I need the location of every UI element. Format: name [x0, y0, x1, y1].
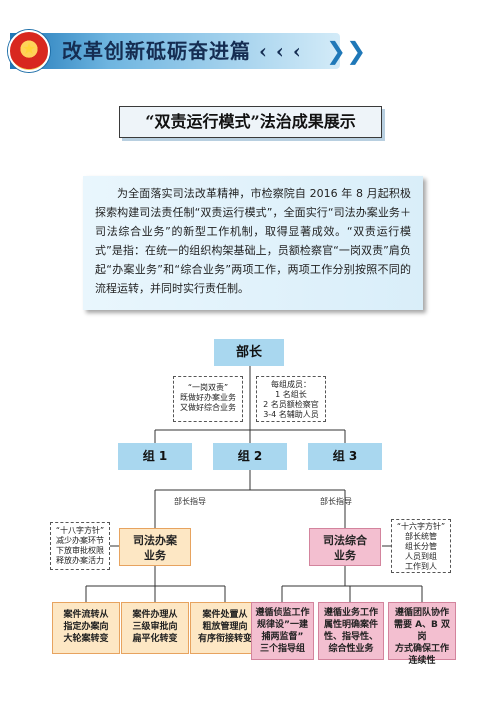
note-line: 组长分管	[405, 542, 437, 551]
general-leaf-2: 遵循业务工作 属性明确案件 性、指导性、 综合性业务	[318, 602, 384, 660]
header-banner	[10, 33, 340, 69]
emblem-star-icon: ★	[21, 39, 37, 58]
leaf-line: 粗放管理向	[202, 622, 248, 632]
note-line: 每组成员：	[271, 380, 311, 389]
guide-label-right: 部长指导	[320, 497, 352, 506]
note-line: 部长统管	[405, 532, 437, 541]
general-leaf-1: 遵循侦监工作 规律设”一建 捕两监督” 三个指导组	[251, 602, 314, 660]
section-title-box	[119, 106, 382, 138]
page-title: 改革创新砥砺奋进篇 ‹ ‹ ‹	[62, 39, 302, 63]
note-line: 下放审批权限	[56, 546, 104, 555]
case-business-label: 业务	[144, 549, 166, 562]
group-node-3: 组 3	[308, 443, 382, 470]
note-group-members: 每组成员： 1 名组长 2 名员额检察官 3-4 名辅助人员	[256, 376, 326, 422]
case-leaf-1: 案件流转从 指定办案向 大轮案转变	[52, 602, 120, 654]
case-leaf-3: 案件处置从 粗放管理向 有序衔接转变	[190, 602, 260, 654]
case-leaf-2: 案件办理从 三级审批向 扁平化转变	[121, 602, 189, 654]
note-line: 减少办案环节	[56, 536, 104, 545]
general-business-label: 司法综合	[323, 534, 367, 547]
leaf-line: 案件办理从	[132, 610, 178, 620]
note-line: 1 名组长	[275, 390, 307, 399]
guide-label-left: 部长指导	[174, 497, 206, 506]
leaf-line: 案件处置从	[202, 610, 248, 620]
note-line: “一岗双责”	[187, 383, 229, 392]
group-node-2: 组 2	[213, 443, 287, 470]
note-line: 3-4 名辅助人员	[263, 410, 319, 419]
leaf-line: 规律设”一建	[257, 620, 308, 630]
section-title: “双责运行模式”法治成果展示	[145, 112, 356, 131]
note-line: 工作到人	[405, 562, 437, 571]
leaf-line: 捕两监督”	[261, 632, 304, 642]
leaf-line: 遵循侦监工作	[255, 608, 310, 618]
intro-paragraph: 为全面落实司法改革精神，市检察院自 2016 年 8 月起积极探索构建司法责任制…	[83, 176, 423, 310]
case-business-label: 司法办案	[133, 534, 177, 547]
procuratorate-emblem-icon	[8, 30, 50, 72]
root-node-director: 部长	[214, 339, 284, 366]
note-line: “十八字方针”	[55, 526, 105, 535]
leaf-line: 需要 A、B 双岗	[393, 620, 451, 642]
leaf-line: 案件流转从	[63, 610, 109, 620]
leaf-line: 综合性业务	[328, 644, 374, 654]
leaf-line: 方式确保工作	[394, 644, 449, 654]
group-node-1: 组 1	[118, 443, 192, 470]
note-eighteen-character-policy: “十八字方针” 减少办案环节 下放审批权限 释放办案活力	[50, 522, 110, 570]
leaf-line: 扁平化转变	[132, 634, 178, 644]
note-one-post-two-duties: “一岗双责” 既做好办案业务 又做好综合业务	[173, 376, 243, 422]
general-business-node: 司法综合 业务	[309, 528, 381, 566]
leaf-line: 遵循业务工作	[323, 608, 378, 618]
leaf-line: 三级审批向	[132, 622, 178, 632]
leaf-line: 性、指导性、	[323, 632, 378, 642]
note-line: 又做好综合业务	[180, 403, 236, 412]
leaf-line: 指定办案向	[63, 622, 109, 632]
leaf-line: 大轮案转变	[63, 634, 109, 644]
note-sixteen-character-policy: “十六字方针” 部长统管 组长分管 人员到组 工作到人	[391, 519, 451, 573]
note-line: 释放办案活力	[56, 556, 104, 565]
leaf-line: 有序衔接转变	[197, 634, 252, 644]
general-leaf-3: 遵循团队协作 需要 A、B 双岗 方式确保工作 连续性	[388, 602, 456, 666]
general-business-label: 业务	[334, 549, 356, 562]
note-line: 2 名员额检察官	[263, 400, 319, 409]
leaf-line: 三个指导组	[259, 644, 305, 654]
leaf-line: 连续性	[408, 656, 436, 666]
note-line: 人员到组	[405, 552, 437, 561]
case-business-node: 司法办案 业务	[119, 528, 191, 566]
leaf-line: 遵循团队协作	[394, 608, 449, 618]
note-line: 既做好办案业务	[180, 393, 236, 402]
leaf-line: 属性明确案件	[323, 620, 378, 630]
note-line: “十六字方针”	[396, 522, 446, 531]
